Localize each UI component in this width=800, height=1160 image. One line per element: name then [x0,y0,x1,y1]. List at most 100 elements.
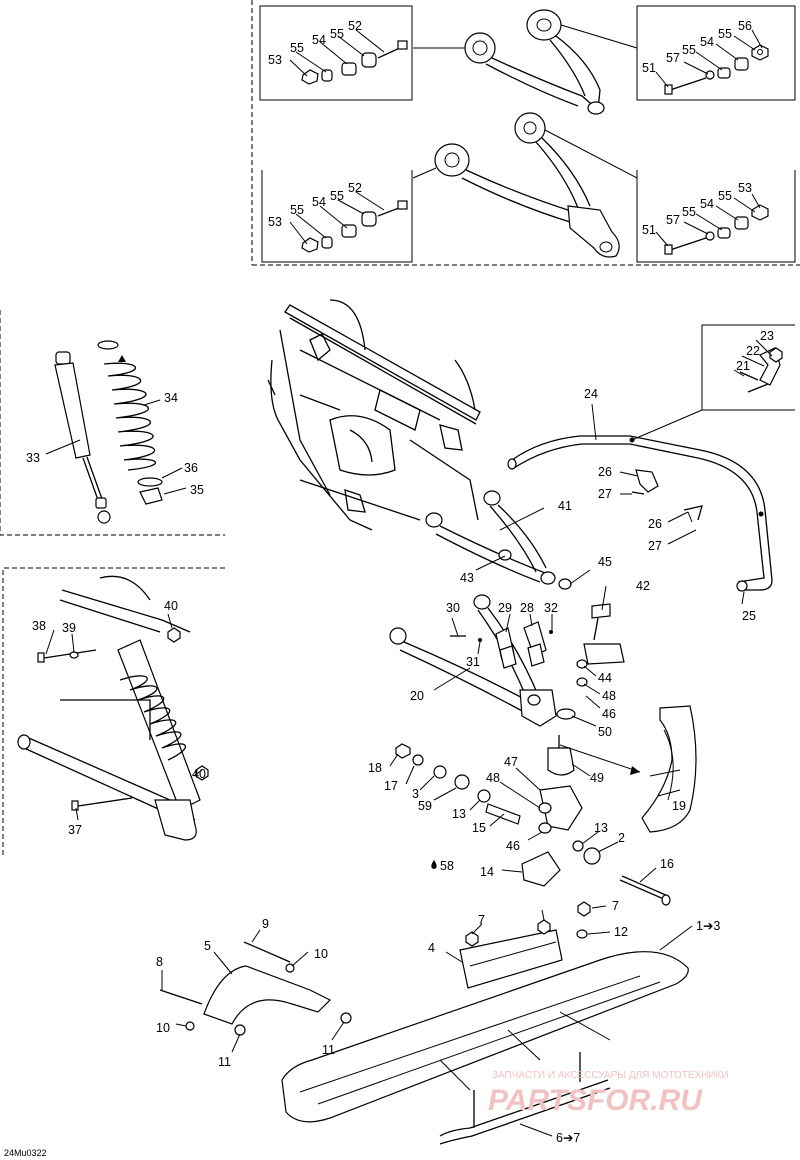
label-47: 47 [504,755,518,769]
top-inset [251,0,800,266]
label-40: 40 [164,599,178,613]
watermark: ЗАПЧАСТИ И АКСЕССУАРЫ ДЛЯ МОТОТЕХНИКИ PA… [488,1070,729,1117]
label-49: 49 [590,771,604,785]
label-27: 27 [598,487,612,501]
label-11: 11 [218,1055,231,1069]
label-59: 59 [418,799,432,813]
label-2: 2 [618,831,625,845]
label-52: 52 [348,181,362,195]
label-19: 19 [672,799,686,813]
label-55: 55 [290,41,304,55]
label-53: 53 [268,53,282,67]
label-25: 25 [742,609,756,623]
label-55: 55 [718,27,732,41]
label-13: 13 [452,807,466,821]
label-36: 36 [184,461,198,475]
label-18: 18 [368,761,382,775]
label-38: 38 [32,619,46,633]
shock-mount-inset [2,567,225,855]
hardware-set-lower-right [664,204,769,255]
label-26: 26 [598,465,612,479]
label-55: 55 [330,189,344,203]
label-21: 21 [736,359,750,373]
label-39: 39 [62,621,76,635]
label-32: 32 [544,601,558,615]
hardware-set-lower-left [301,200,408,253]
label-7: 7 [612,899,619,913]
label-13: 13 [594,821,608,835]
label-29: 29 [498,601,512,615]
coil-spring [97,340,156,471]
hardware-set-upper-left [301,40,408,85]
label-35: 35 [190,483,204,497]
hardware-set-upper-right [664,44,769,95]
label-44: 44 [598,671,612,685]
upper-a-arm [425,490,556,585]
ski-leg [641,705,697,833]
diagram-code: 24Mu0322 [4,1148,47,1158]
label-51: 51 [642,61,656,75]
shock-inset [0,310,225,536]
label-40: 40 [192,767,206,781]
label-55: 55 [718,189,732,203]
label-3: 3 [412,787,419,801]
label-54: 54 [312,195,326,209]
label-56: 56 [738,19,752,33]
lower-a-arm-sketch [412,112,638,258]
label-52: 52 [348,19,362,33]
label-30: 30 [446,601,460,615]
upper-a-arm-sketch [413,9,638,115]
label-23: 23 [760,329,774,343]
label-5: 5 [204,939,211,953]
label-55: 55 [682,205,696,219]
label-43: 43 [460,571,474,585]
label-55: 55 [290,203,304,217]
label-51: 51 [642,223,656,237]
label-31: 31 [466,655,480,669]
label-24: 24 [584,387,598,401]
label-1-to-3: 1➔3 [696,919,720,933]
ski [281,901,689,1145]
label-26: 26 [648,517,662,531]
sway-bar [507,409,773,592]
label-9: 9 [262,917,269,931]
label-48: 48 [486,771,500,785]
label-12: 12 [614,925,628,939]
label-17: 17 [384,779,398,793]
label-41: 41 [558,499,572,513]
stabilizer-link-inset [701,324,795,411]
label-50: 50 [598,725,612,739]
label-4: 4 [428,941,435,955]
label-37: 37 [68,823,82,837]
label-16: 16 [660,857,674,871]
label-54: 54 [700,197,714,211]
label-58: 58 [440,859,454,873]
label-45: 45 [598,555,612,569]
leader-lines [45,29,773,1137]
watermark-logo: PARTSFOR.RU [488,1084,703,1117]
label-57: 57 [666,51,680,65]
label-33: 33 [26,451,40,465]
label-20: 20 [410,689,424,703]
label-27: 27 [648,539,662,553]
shock-absorber [54,351,111,524]
label-53: 53 [268,215,282,229]
label-54: 54 [312,33,326,47]
spindle-hardware [395,743,671,906]
label-22: 22 [746,344,760,358]
sway-bar-brackets [631,469,703,523]
label-14: 14 [480,865,494,879]
label-57: 57 [666,213,680,227]
part-labels: 53 55 54 55 52 51 57 55 54 55 56 53 55 5… [26,19,774,1145]
chassis-frame [267,299,481,531]
label-53: 53 [738,181,752,195]
label-42: 42 [636,579,650,593]
label-7: 7 [478,913,485,927]
label-34: 34 [164,391,178,405]
spindle-assembly [538,578,625,834]
label-46: 46 [602,707,616,721]
label-48: 48 [602,689,616,703]
ski-bumper [431,851,561,887]
shock-mount-bushings [450,621,553,669]
